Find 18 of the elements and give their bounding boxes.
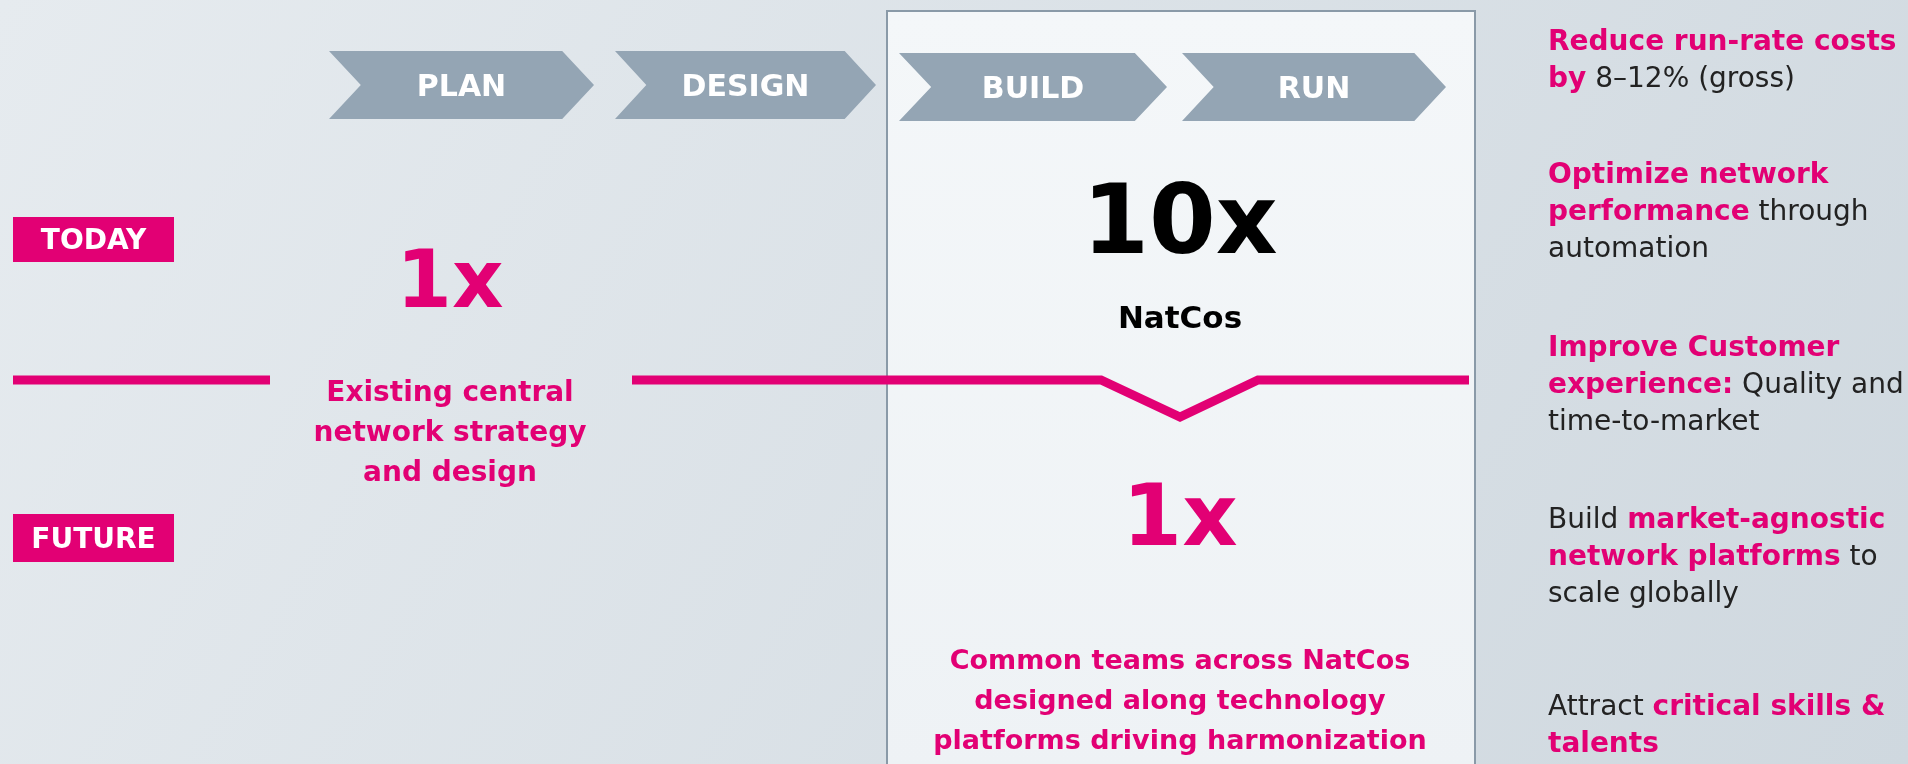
multiplier-value: 1x	[1121, 465, 1239, 565]
description-text: Existing central network strategy and design	[312, 374, 588, 490]
goal-text: Improve Customer experience: Quality and time-to-market	[1548, 329, 1905, 439]
goal-text: Optimize network performance through automation	[1548, 156, 1870, 266]
phase-step: BUILD	[899, 53, 1167, 121]
status-tag: FUTURE	[13, 514, 174, 562]
phase-step: PLAN	[329, 51, 594, 119]
description-text: Common teams across NatCos designed along technology platforms driving harmonization	[932, 643, 1428, 757]
status-tag: TODAY	[13, 217, 174, 262]
multiplier-value: 1x	[395, 235, 505, 325]
phase-step: RUN	[1182, 53, 1446, 121]
unit-label: NatCos	[1116, 298, 1244, 337]
goal-text: Reduce run-rate costs by 8–12% (gross)	[1548, 23, 1898, 96]
phase-step: DESIGN	[615, 51, 876, 119]
goal-text: Build market-agnostic network platforms to scale globally	[1548, 501, 1887, 611]
highlight-panel	[886, 10, 1476, 764]
goal-text: Attract critical skills & talents	[1548, 688, 1887, 761]
multiplier-value: 10x	[1081, 165, 1279, 275]
